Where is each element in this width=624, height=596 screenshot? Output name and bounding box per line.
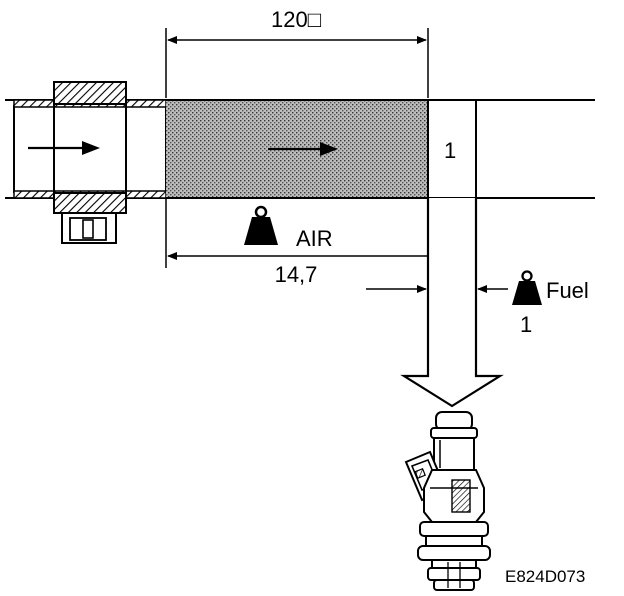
fuel-chamber: 1 [444,100,477,198]
air-flow-sensor [53,81,127,244]
fuel-ratio-label: 1 [520,312,532,337]
weight-icon [512,270,542,305]
dimension-air-ratio: 14,7 [165,198,471,287]
air-ratio-label: 14,7 [275,262,318,287]
fuel-injector-icon [404,411,491,591]
down-arrow-icon [400,198,504,408]
weight-icon [244,205,278,245]
flow-arrow-icon [28,141,100,155]
flow-arrow-icon [268,142,338,156]
air-label: AIR [296,226,333,251]
dimension-top-label: 120□ [271,7,321,32]
dimension-120: 120□ [165,7,429,98]
chamber-number-label: 1 [444,138,456,163]
fuel-label: Fuel [546,278,589,303]
figure-code: E824D073 [505,567,585,586]
